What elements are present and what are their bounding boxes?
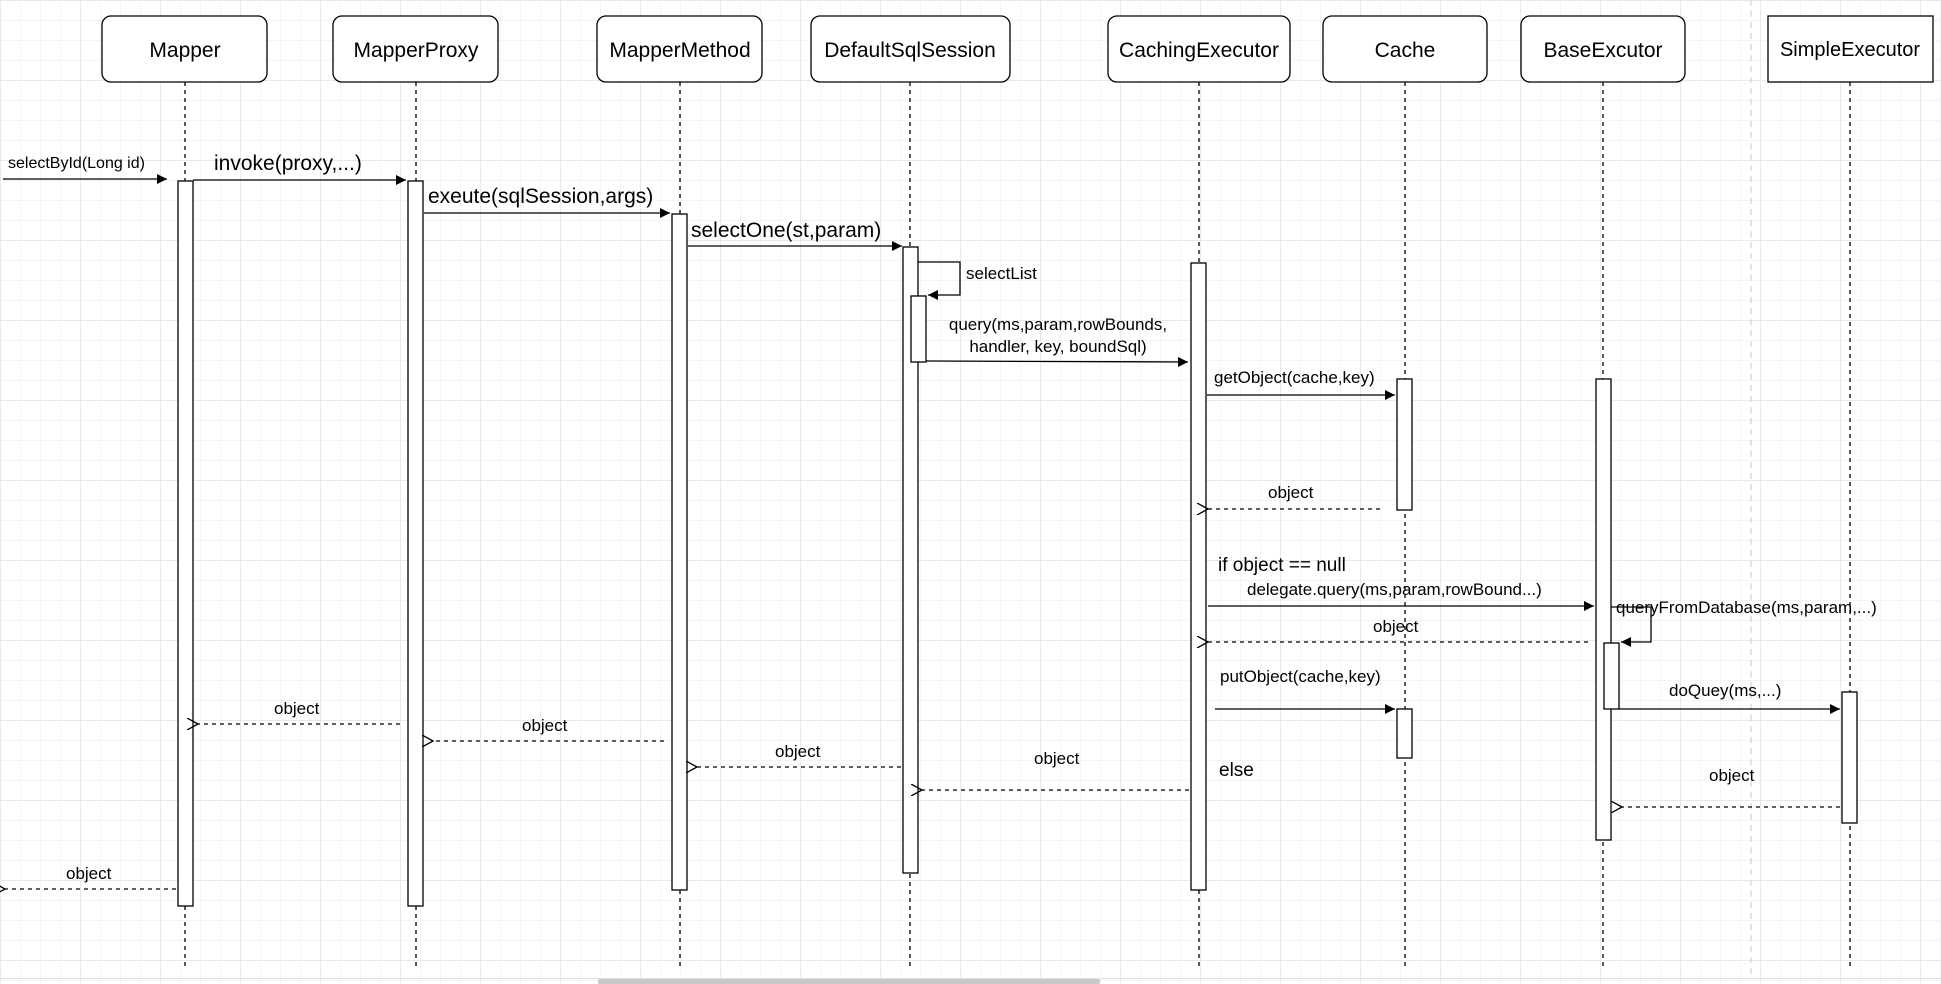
- message-label-line-2: handler, key, boundSql): [969, 337, 1146, 356]
- msg-method-return: object: [433, 716, 664, 741]
- horizontal-scrollbar[interactable]: [598, 979, 1100, 984]
- arrow-line: [925, 356, 1189, 367]
- message-label: object: [522, 716, 568, 735]
- msg-putobject: putObject(cache,key): [1215, 667, 1395, 714]
- activation-baseexcutor: [1595, 378, 1612, 841]
- activation-baseexcutor-nested: [1603, 642, 1620, 710]
- participant-label: DefaultSqlSession: [824, 39, 996, 62]
- message-label: doQuey(ms,...): [1669, 681, 1781, 700]
- participant-mapper[interactable]: Mapper: [101, 15, 268, 83]
- participant-label: Mapper: [149, 39, 220, 62]
- participant-label: MapperMethod: [609, 39, 750, 62]
- participant-simpleexecutor[interactable]: SimpleExecutor: [1767, 15, 1934, 83]
- msg-simple-return: object: [1622, 766, 1840, 807]
- activation-defaultsqlsession: [902, 246, 919, 874]
- msg-session-return: object: [697, 742, 901, 767]
- msg-queryfromdatabase: queryFromDatabase(ms,param,...): [1611, 598, 1877, 647]
- activation-cache-put: [1396, 708, 1413, 759]
- msg-mapper-return: object: [5, 864, 176, 889]
- message-label-line-1: query(ms,param,rowBounds,: [949, 315, 1167, 334]
- msg-invoke: invoke(proxy,...): [193, 152, 406, 185]
- activation-mapperproxy: [407, 180, 424, 907]
- message-label: object: [66, 864, 112, 883]
- message-label: selectList: [966, 264, 1037, 283]
- message-label: exeute(sqlSession,args): [428, 185, 653, 208]
- participant-mappermethod[interactable]: MapperMethod: [596, 15, 763, 83]
- bottom-border: [0, 978, 1941, 979]
- participant-mapperproxy[interactable]: MapperProxy: [332, 15, 499, 83]
- activation-cachingexecutor: [1190, 262, 1207, 891]
- msg-selectone: selectOne(st,param): [688, 219, 902, 251]
- msg-delegate-query: delegate.query(ms,param,rowBound...): [1208, 580, 1594, 611]
- message-label: object: [1268, 483, 1314, 502]
- activation-bars: [177, 180, 1858, 907]
- activation-mapper: [177, 180, 194, 907]
- message-label: selectOne(st,param): [691, 219, 881, 242]
- activation-defaultsqlsession-nested: [910, 295, 927, 363]
- participant-label: BaseExcutor: [1543, 39, 1662, 62]
- msg-getobject: getObject(cache,key): [1207, 368, 1395, 400]
- participant-label: MapperProxy: [354, 39, 479, 62]
- msg-selectlist: selectList: [918, 261, 1037, 300]
- participant-label: SimpleExecutor: [1780, 39, 1920, 61]
- message-label: selectById(Long id): [8, 155, 145, 172]
- message-label: object: [1373, 617, 1419, 636]
- participant-baseexcutor[interactable]: BaseExcutor: [1520, 15, 1686, 83]
- message-label: getObject(cache,key): [1214, 368, 1375, 387]
- activation-mappermethod: [671, 213, 688, 891]
- participant-label: Cache: [1375, 39, 1436, 62]
- message-label: putObject(cache,key): [1220, 667, 1381, 686]
- participant-headers: Mapper MapperProxy MapperMethod DefaultS…: [101, 15, 1934, 83]
- msg-proxy-return: object: [198, 699, 400, 724]
- msg-selectbyid: selectById(Long id): [3, 155, 167, 184]
- message-label: invoke(proxy,...): [214, 152, 362, 175]
- message-label: object: [1709, 766, 1755, 785]
- arrow-line: [1611, 606, 1652, 647]
- activation-simpleexecutor: [1841, 691, 1858, 824]
- participant-defaultsqlsession[interactable]: DefaultSqlSession: [810, 15, 1011, 83]
- if-condition-label: if object == null: [1218, 555, 1346, 576]
- msg-caching-return: object: [922, 749, 1189, 790]
- participant-cachingexecutor[interactable]: CachingExecutor: [1107, 15, 1291, 83]
- activation-cache-get: [1396, 378, 1413, 511]
- msg-doquey: doQuey(ms,...): [1619, 681, 1840, 714]
- message-label: object: [775, 742, 821, 761]
- message-label: queryFromDatabase(ms,param,...): [1616, 598, 1877, 617]
- msg-base-return: object: [1208, 617, 1588, 642]
- participant-label: CachingExecutor: [1119, 39, 1279, 62]
- msg-cache-return: object: [1208, 483, 1380, 509]
- message-label: object: [274, 699, 320, 718]
- message-label: object: [1034, 749, 1080, 768]
- msg-exeute: exeute(sqlSession,args): [424, 185, 670, 218]
- msg-query: query(ms,param,rowBounds, handler, key, …: [925, 315, 1189, 367]
- else-label: else: [1219, 760, 1254, 781]
- participant-cache[interactable]: Cache: [1322, 15, 1488, 83]
- arrow-line: [918, 261, 961, 300]
- message-label: delegate.query(ms,param,rowBound...): [1247, 580, 1542, 599]
